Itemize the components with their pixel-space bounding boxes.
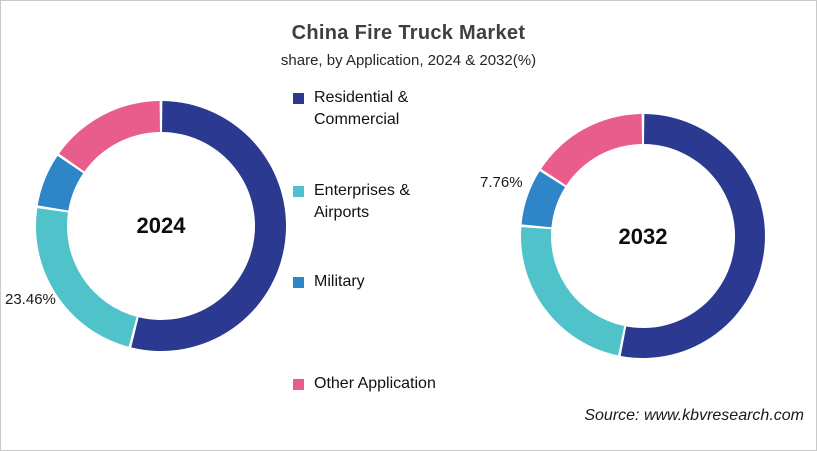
legend-item-residential-commercial: Residential & Commercial <box>293 87 446 131</box>
legend-item-military: Military <box>293 271 446 293</box>
donut-chart-2024 <box>36 101 286 351</box>
donut-segment-other-application <box>541 114 642 186</box>
donut-segment-residential-commercial <box>620 114 765 358</box>
legend-swatch-icon <box>293 93 304 104</box>
donut-center-label-2024: 2024 <box>136 213 186 238</box>
legend-item-other-application: Other Application <box>293 373 446 395</box>
donut-center-label-2032: 2032 <box>618 224 668 249</box>
donut-segment-enterprises-airports <box>36 208 137 347</box>
chart-subtitle: share, by Application, 2024 & 2032(%) <box>280 52 537 69</box>
legend-swatch-icon <box>293 186 304 197</box>
donut-chart-2032 <box>521 114 765 358</box>
donut-segment-residential-commercial <box>131 101 286 351</box>
donut-segment-military <box>37 155 84 211</box>
legend-swatch-icon <box>293 379 304 390</box>
legend-swatch-icon <box>293 277 304 288</box>
legend-item-label: Residential & Commercial <box>314 89 409 128</box>
source-attribution: Source: www.kbvresearch.com <box>584 407 804 424</box>
chart-title: China Fire Truck Market <box>291 22 526 44</box>
data-label-enterprises-2024: 23.46% <box>5 291 56 308</box>
legend-item-label: Other Application <box>314 375 436 392</box>
legend-item-label: Military <box>314 273 365 290</box>
donut-segment-enterprises-airports <box>521 227 625 356</box>
donut-segment-military <box>521 171 566 228</box>
donut-segment-other-application <box>59 101 160 172</box>
legend-item-label: Enterprises & Airports <box>314 182 411 221</box>
data-label-military-2032: 7.76% <box>480 174 523 191</box>
legend: Residential & Commercial Enterprises & A… <box>293 87 465 417</box>
legend-item-enterprises-airports: Enterprises & Airports <box>293 180 446 224</box>
